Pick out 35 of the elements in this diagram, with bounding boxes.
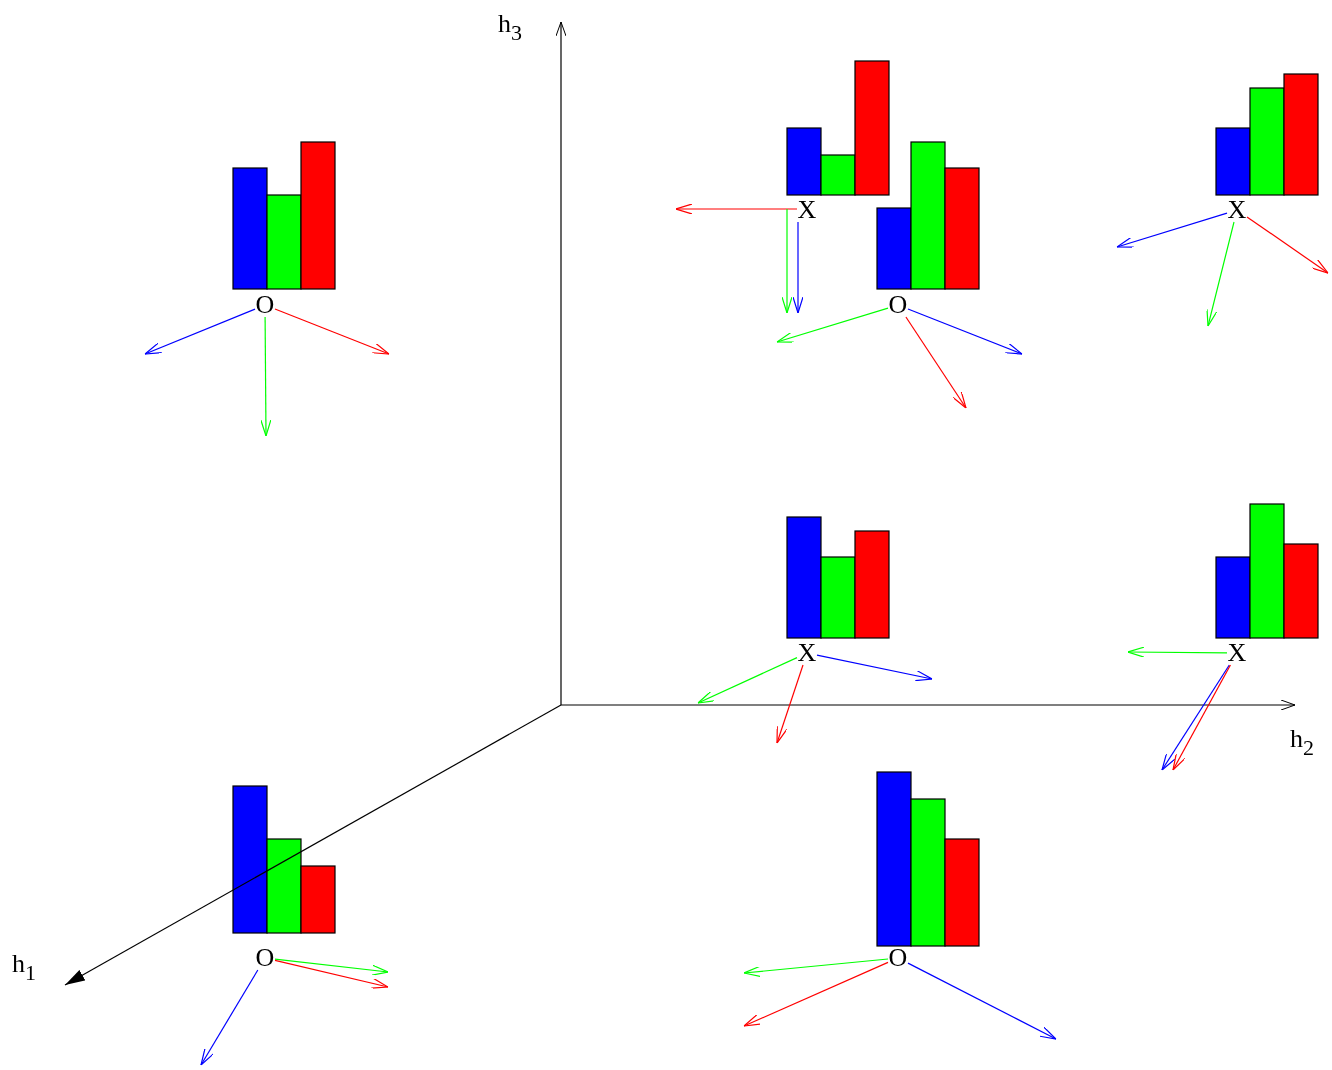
vector-arrow [1172, 664, 1232, 771]
point-label: O [888, 946, 908, 970]
vector-arrow [1127, 646, 1228, 658]
vector-arrow [1246, 216, 1329, 274]
vector-arrow [260, 316, 272, 437]
vector-arrow [776, 307, 889, 343]
vector-arrow [743, 961, 889, 1027]
vector-arrow [1161, 664, 1230, 771]
point-label: X [1227, 641, 1247, 665]
vector-arrow [274, 958, 389, 976]
point-label: X [1227, 198, 1247, 222]
point-label: O [255, 946, 275, 970]
axis-label: h$_{3}$ [498, 10, 522, 38]
vector-arrow [816, 654, 933, 682]
vector-arrow [200, 969, 259, 1066]
vector-arrow [743, 958, 889, 978]
point-label: O [255, 293, 275, 317]
vector-arrow [792, 221, 804, 314]
vector-arrow [144, 308, 256, 355]
vector-arrow [907, 962, 1057, 1040]
axis-label: h$_{1}$ [12, 950, 36, 978]
axis-label: h$_{2}$ [1290, 725, 1314, 753]
vector-arrow [905, 316, 967, 409]
point-label: O [888, 293, 908, 317]
vector-arrow [675, 203, 798, 215]
vector-arrow [274, 308, 390, 355]
vector-arrow [776, 664, 804, 744]
vector-arrow [1116, 212, 1228, 248]
vector-arrow [274, 959, 389, 989]
vector-arrow [697, 657, 798, 704]
vector-arrow [907, 308, 1023, 355]
point-label: X [797, 198, 817, 222]
vector-arrow [1206, 221, 1235, 327]
vector-arrow [781, 208, 793, 314]
point-label: X [797, 641, 817, 665]
